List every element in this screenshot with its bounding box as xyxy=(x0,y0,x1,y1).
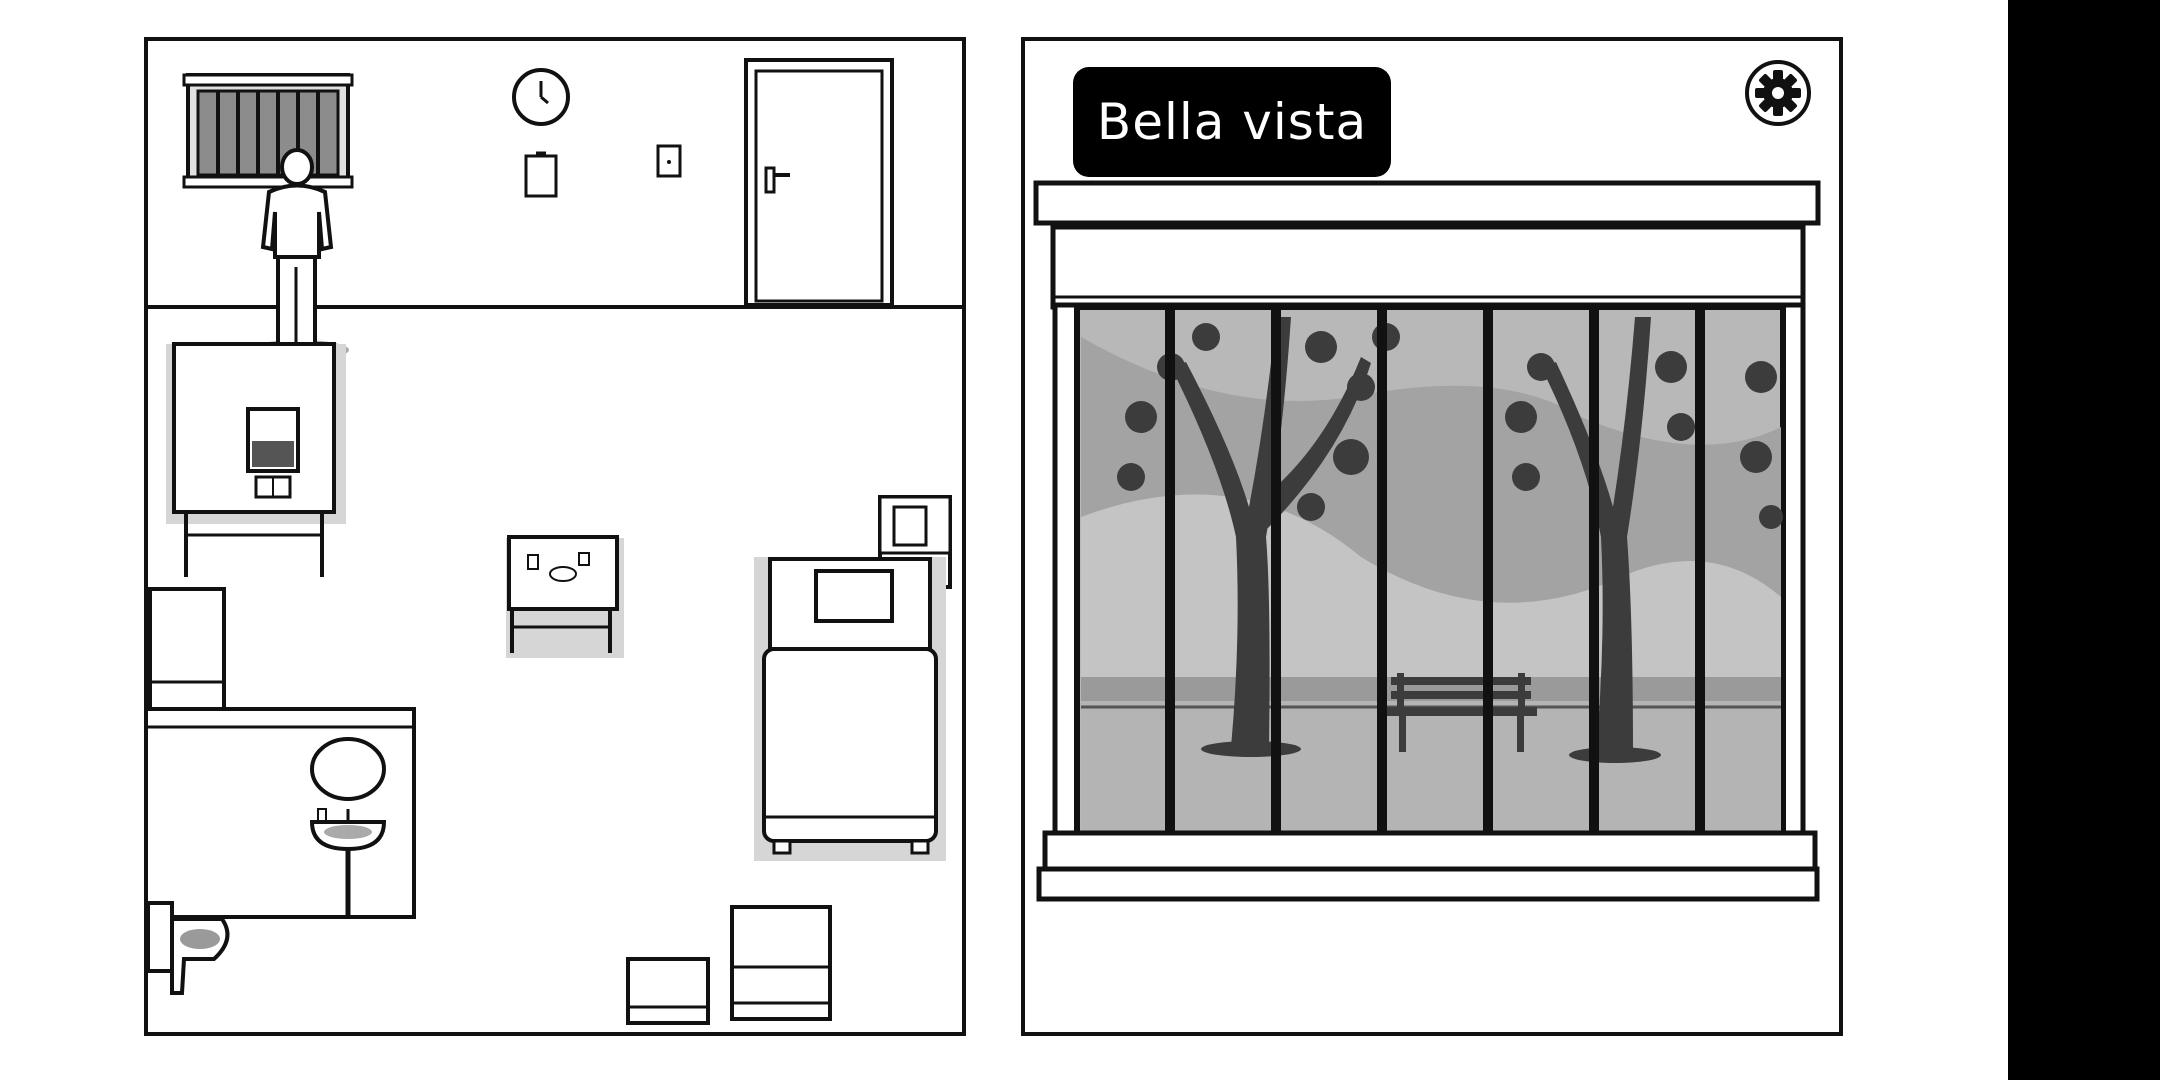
storage-box-large[interactable] xyxy=(730,905,832,1021)
room-map xyxy=(144,37,966,1036)
wall-note[interactable] xyxy=(524,151,558,198)
outdoor-scene xyxy=(1081,317,1783,833)
gear-icon xyxy=(1745,60,1811,126)
room-map-panel xyxy=(144,37,966,1036)
bed[interactable] xyxy=(754,557,946,861)
light-switch[interactable] xyxy=(656,144,682,178)
window-blind[interactable] xyxy=(1033,180,1821,310)
cabinet[interactable] xyxy=(148,587,226,711)
settings-button[interactable] xyxy=(1744,59,1812,127)
storage-box-small[interactable] xyxy=(626,957,710,1025)
clock-icon[interactable] xyxy=(512,68,570,126)
bathroom-wall xyxy=(144,707,416,919)
cell-window[interactable] xyxy=(182,73,354,189)
kitchen-counter[interactable] xyxy=(166,342,346,577)
window-bars xyxy=(1165,307,1705,837)
cell-door[interactable] xyxy=(744,58,894,307)
screen-edge-band xyxy=(2008,0,2160,1080)
park-bench xyxy=(1385,673,1537,752)
window-view-panel: Bella vista xyxy=(1021,37,1843,1036)
sink[interactable] xyxy=(309,808,387,917)
small-table[interactable] xyxy=(506,535,624,658)
mirror[interactable] xyxy=(310,737,386,801)
window-view xyxy=(1021,37,1843,1036)
toilet[interactable] xyxy=(146,901,230,995)
location-title: Bella vista xyxy=(1073,67,1391,177)
